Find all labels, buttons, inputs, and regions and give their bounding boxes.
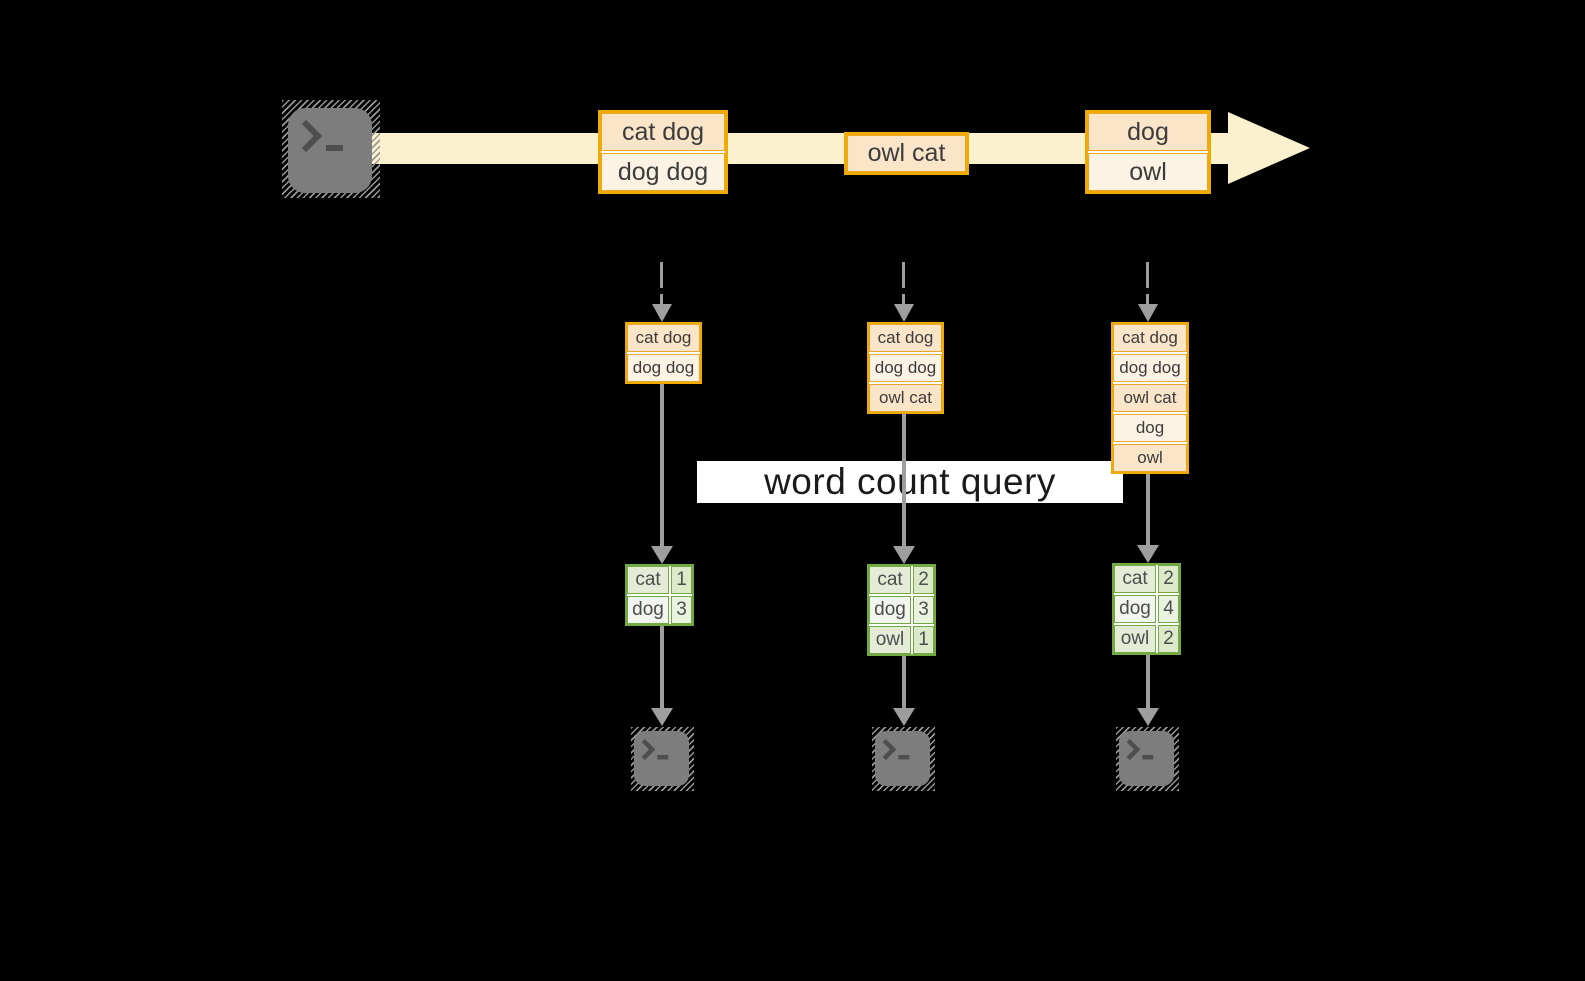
result-output-arrow-2 [902, 656, 906, 708]
query-label: word count query [764, 461, 1056, 502]
buffered-record: cat dog [1113, 324, 1187, 352]
ingest-arrow-stem-1 [660, 294, 663, 306]
ingest-arrow-stem-2 [902, 294, 905, 306]
stream-event-cell: owl [1088, 153, 1208, 191]
word-cell: dog [1114, 595, 1156, 623]
terminal-prompt-glyph [1126, 738, 1154, 761]
result-output-arrowhead-3 [1137, 708, 1159, 726]
query-input-arrow-3 [1146, 474, 1150, 545]
buffered-record: dog [1113, 414, 1187, 442]
count-cell: 3 [913, 596, 934, 624]
terminal-body [1119, 731, 1174, 786]
count-cell: 1 [671, 566, 692, 594]
buffered-record: owl [1113, 444, 1187, 472]
count-cell: 1 [913, 626, 934, 654]
stream-event-cell: dog dog [601, 153, 725, 191]
result-output-arrowhead-1 [651, 708, 673, 726]
stream-event-batch-3: dog owl [1085, 110, 1211, 194]
stream-event-batch-1: cat dog dog dog [598, 110, 728, 194]
terminal-body [875, 731, 930, 786]
query-input-arrowhead-2 [893, 546, 915, 564]
buffered-record: cat dog [869, 324, 942, 352]
buffered-record: owl cat [869, 384, 942, 412]
sink-terminal-icon-1 [631, 727, 694, 791]
query-input-arrowhead-1 [651, 546, 673, 564]
word-cell: cat [869, 566, 911, 594]
terminal-body [288, 108, 372, 193]
count-cell: 2 [1158, 625, 1179, 653]
ingest-arrow-dash-3 [1146, 262, 1149, 288]
buffered-stream-3: cat dog dog dog owl cat dog owl [1111, 322, 1189, 474]
ingest-arrow-dash-1 [660, 262, 663, 288]
word-cell: dog [627, 596, 669, 624]
buffered-stream-2: cat dog dog dog owl cat [867, 322, 944, 414]
terminal-prompt-glyph [641, 738, 669, 761]
query-input-arrowhead-3 [1137, 545, 1159, 563]
ingest-arrow-stem-3 [1146, 294, 1149, 306]
word-cell: cat [1114, 565, 1156, 593]
query-input-arrow-1 [660, 384, 664, 546]
stream-arrow-head [1228, 112, 1310, 184]
word-cell: owl [1114, 625, 1156, 653]
stream-event-cell: owl cat [847, 135, 966, 172]
buffered-record: owl cat [1113, 384, 1187, 412]
result-output-arrowhead-2 [893, 708, 915, 726]
sink-terminal-icon-3 [1116, 727, 1179, 791]
wordcount-table-1: cat 1 dog 3 [625, 564, 694, 626]
ingest-arrowhead-2 [894, 304, 914, 322]
wordcount-table-3: cat 2 dog 4 owl 2 [1112, 563, 1181, 655]
wordcount-table-2: cat 2 dog 3 owl 1 [867, 564, 936, 656]
terminal-prompt-glyph [301, 119, 343, 153]
buffered-record: dog dog [627, 354, 700, 382]
word-cell: dog [869, 596, 911, 624]
count-cell: 2 [1158, 565, 1179, 593]
ingest-arrowhead-1 [652, 304, 672, 322]
terminal-body [634, 731, 689, 786]
buffered-record: dog dog [1113, 354, 1187, 382]
ingest-arrowhead-3 [1138, 304, 1158, 322]
sink-terminal-icon-2 [872, 727, 935, 791]
source-terminal-icon [282, 100, 380, 198]
count-cell: 3 [671, 596, 692, 624]
ingest-arrow-dash-2 [902, 262, 905, 288]
buffered-record: dog dog [869, 354, 942, 382]
buffered-record: cat dog [627, 324, 700, 352]
word-cell: owl [869, 626, 911, 654]
stream-event-cell: cat dog [601, 113, 725, 151]
result-output-arrow-3 [1146, 655, 1150, 708]
query-label-band: word count query [697, 461, 1123, 503]
buffered-stream-1: cat dog dog dog [625, 322, 702, 384]
stream-event-cell: dog [1088, 113, 1208, 151]
query-input-arrow-2 [902, 414, 906, 546]
stream-event-batch-2: owl cat [844, 132, 969, 175]
terminal-prompt-glyph [882, 738, 910, 761]
count-cell: 2 [913, 566, 934, 594]
count-cell: 4 [1158, 595, 1179, 623]
result-output-arrow-1 [660, 626, 664, 708]
word-cell: cat [627, 566, 669, 594]
